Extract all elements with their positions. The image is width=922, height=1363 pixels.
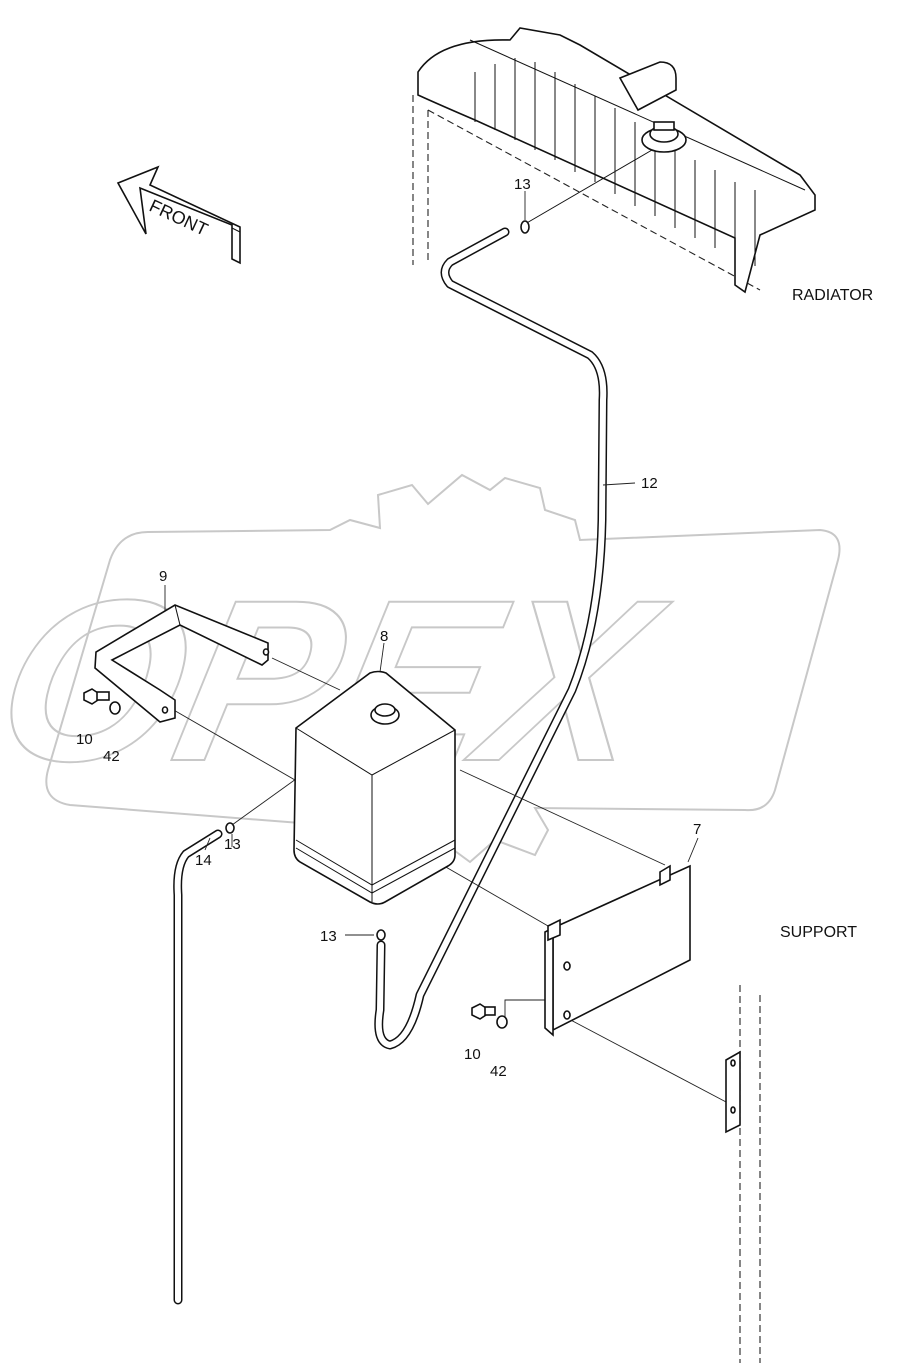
hose-12 [374,227,608,1050]
callout-12: 12 [641,475,658,492]
front-arrow: FRONT [116,165,241,265]
callout-9: 9 [159,568,167,585]
bracket-9 [94,604,270,723]
callout-13-top: 13 [514,176,531,193]
hose-14 [173,829,223,1305]
washer-42-left [109,701,121,715]
reservoir-tank-8 [293,670,456,905]
radiator-label: RADIATOR [792,287,873,304]
callout-13-mid: 13 [224,836,241,853]
callout-8: 8 [380,628,388,645]
callout-42-right: 42 [490,1063,507,1080]
callout-42-left: 42 [103,748,120,765]
callout-10-right: 10 [464,1046,481,1063]
clamp-13-top [520,220,530,234]
callout-10-left: 10 [76,731,93,748]
support-label: SUPPORT [780,924,857,941]
bolt-10-right [471,1003,496,1020]
radiator [412,27,816,294]
callout-13-bottom: 13 [320,928,337,945]
washer-42-right [496,1015,508,1029]
clamp-13-mid [225,822,235,834]
callout-7: 7 [693,821,701,838]
callout-14: 14 [195,852,212,869]
support-plate-7 [544,864,691,1037]
bolt-10-left [83,688,110,705]
clamp-13-bottom [376,929,386,941]
support-frame [725,985,761,1363]
